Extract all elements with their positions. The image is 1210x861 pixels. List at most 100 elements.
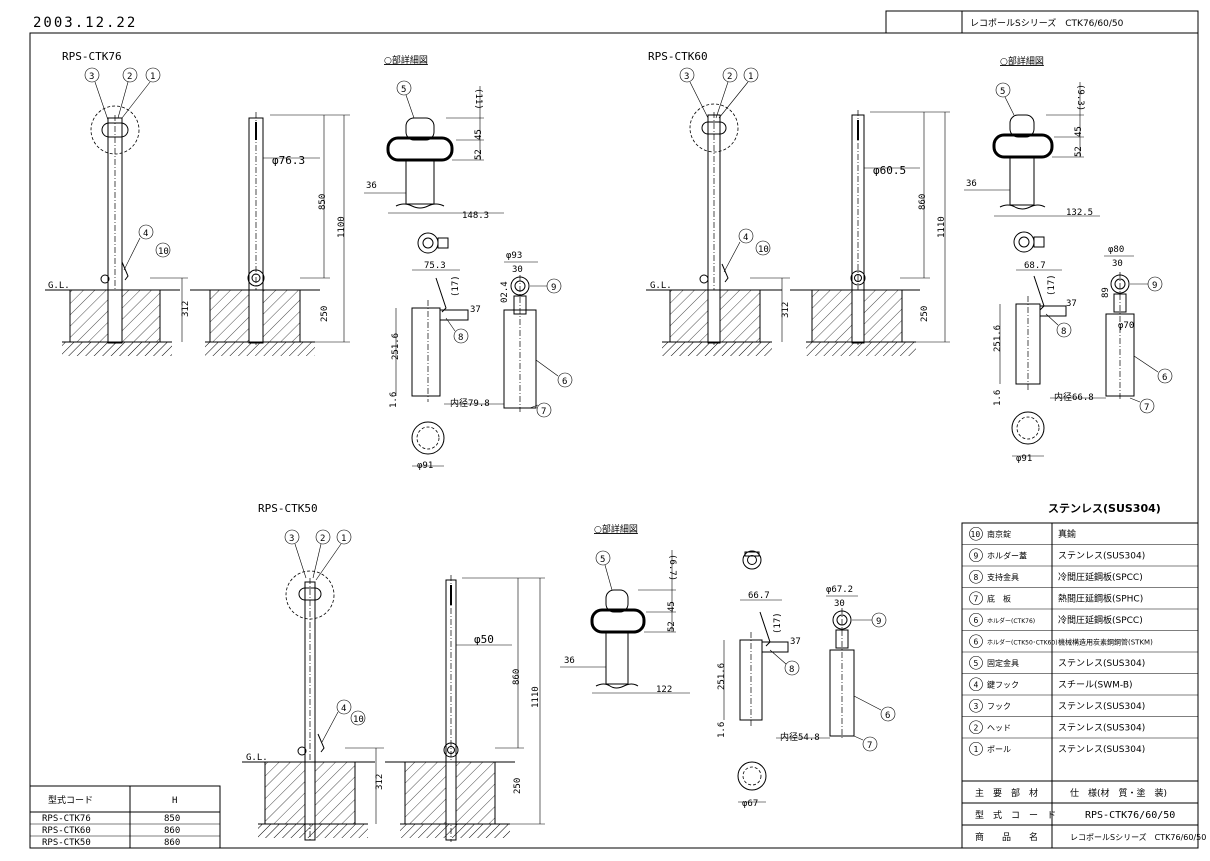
- svg-text:7: 7: [541, 407, 546, 417]
- ctk50-front-view: RPS-CTK50 3 2 1 4 10 G.L. 312: [242, 502, 385, 842]
- ctk76-holder-h: 251.6: [391, 333, 401, 360]
- part-name: ホルダー蓋: [987, 550, 1027, 560]
- title-block: [885, 10, 1199, 34]
- ctk50-h16: 1.6: [717, 722, 727, 738]
- part-number-badge: [969, 612, 983, 627]
- ctk76-label: RPS-CTK76: [62, 50, 122, 63]
- svg-text:2: 2: [727, 72, 732, 82]
- svg-text:1: 1: [341, 534, 346, 544]
- ctk76-side-view: φ76.3 850 1100 250: [190, 112, 350, 356]
- part-number-badge: [969, 677, 983, 692]
- ctk76-base-dia: φ91: [417, 461, 433, 471]
- ctk60-d-top: (9.3): [1075, 84, 1085, 111]
- ctk60-detail: ○部詳細図 5 (9.3) 45 52 36 132.5: [964, 55, 1100, 218]
- ctk50-cap30: 30: [834, 599, 845, 609]
- ctk50-h17: (17): [773, 612, 783, 634]
- part-name: 固定金具: [987, 658, 1019, 668]
- ctk60-cap: φ80 30 φ70 89 9 6 7 内径66.8: [1050, 245, 1173, 414]
- svg-text:1: 1: [150, 72, 155, 82]
- ctk50-inner: 内径54.8: [780, 731, 820, 743]
- svg-text:6: 6: [1162, 373, 1167, 383]
- part-material: 熱間圧延鋼板(SPHC): [1058, 592, 1143, 604]
- ctk60-h-bottom: 250: [920, 306, 930, 322]
- ctk60-d45: 45: [1074, 126, 1084, 137]
- part-material: ステンレス(SUS304): [1058, 701, 1145, 712]
- ctk60-h16: 1.6: [993, 390, 1003, 406]
- part-name: 南京錠: [987, 529, 1011, 539]
- ctk50-d45: 45: [667, 601, 677, 612]
- svg-text:9: 9: [551, 283, 556, 293]
- svg-text:9: 9: [1152, 281, 1157, 291]
- material-title: ステンレス(SUS304): [1048, 502, 1161, 515]
- svg-text:1: 1: [748, 72, 753, 82]
- svg-text:3: 3: [289, 534, 294, 544]
- ctk76-d52: 52: [474, 149, 484, 160]
- ctk50-holder-w: 66.7: [748, 591, 770, 601]
- part-name: 支持金具: [987, 572, 1019, 582]
- part-number: 4: [974, 680, 979, 689]
- ctk50-detail-title: ○部詳細図: [594, 523, 638, 535]
- part-number-badge: [969, 698, 983, 713]
- ctk50-d52: 52: [667, 621, 677, 632]
- ctk76-cap-dia: φ93: [506, 251, 522, 261]
- svg-text:5: 5: [600, 555, 605, 565]
- model-row-h: 850: [164, 814, 180, 824]
- ctk50-h-top: 860: [512, 669, 522, 685]
- ctk60-holder: 68.7 8 (17) 37 251.6 1.6 φ91: [993, 231, 1077, 464]
- part-material: 機械構造用炭素鋼鋼管(STKM): [1058, 637, 1153, 646]
- ctk76-d36: 36: [366, 181, 377, 191]
- ctk60-holder-h: 251.6: [993, 325, 1003, 352]
- svg-text:2: 2: [320, 534, 325, 544]
- ctk50-h37: 37: [790, 637, 801, 647]
- part-material: ステンレス(SUS304): [1058, 658, 1145, 669]
- ctk76-detail: ○部詳細図 5 (11) 45 52 36 148.3: [364, 54, 504, 221]
- ctk50-side-view: φ50 860 1110 250: [385, 575, 545, 842]
- ctk50-label: RPS-CTK50: [258, 502, 318, 515]
- ctk50-cap-dia: φ67.2: [826, 585, 853, 595]
- ctk76-holder-w: 75.3: [424, 261, 446, 271]
- ctk60-front-view: RPS-CTK60 3 2 1 4 10 G.L. 312: [646, 50, 791, 356]
- ctk60-embed-dim: 312: [781, 302, 791, 318]
- part-number-badge: [969, 548, 983, 563]
- ctk76-cap24: 02.4: [500, 281, 510, 303]
- ctk76-holder: 75.3 8 (17) 37 251.6 1.6 φ91: [389, 232, 481, 471]
- date-label: 2003.12.22: [33, 15, 137, 31]
- ctk76-d-width: 148.3: [462, 211, 489, 221]
- ctk76-d-top: (11): [473, 88, 483, 110]
- part-name: 底 板: [987, 593, 1011, 603]
- svg-text:4: 4: [143, 229, 148, 239]
- svg-text:4: 4: [341, 704, 346, 714]
- part-number-badge: [969, 634, 983, 649]
- model-row-h: 860: [164, 826, 180, 836]
- model-row-h: 860: [164, 838, 180, 848]
- svg-text:6: 6: [562, 377, 567, 387]
- ctk50-detail: ○部詳細図 5 (6.7) 45 52 36 122: [560, 523, 690, 695]
- ctk50-d-top: (6.7): [667, 554, 677, 581]
- footer-value: RPS-CTK76/60/50: [1085, 810, 1175, 821]
- part-name: ホルダー(CTK76): [987, 617, 1035, 625]
- ctk50-d-width: 122: [656, 685, 672, 695]
- ctk76-h16: 1.6: [389, 392, 399, 408]
- ctk76-cap: φ93 30 02.4 9 6 7 内径79.8: [444, 251, 573, 418]
- ctk76-embed-dim: 312: [181, 301, 191, 317]
- part-number-badge: [969, 741, 983, 756]
- ctk76-detail-title: ○部詳細図: [384, 54, 428, 66]
- gl-label-3: G.L.: [246, 753, 268, 763]
- part-material: 真鍮: [1058, 528, 1076, 540]
- part-name: ホルダー(CTK50･CTK60): [987, 638, 1058, 646]
- part-number: 9: [974, 551, 979, 560]
- part-number: 8: [974, 573, 979, 582]
- ctk60-d36: 36: [966, 179, 977, 189]
- svg-text:7: 7: [867, 741, 872, 751]
- svg-text:7: 7: [1144, 403, 1149, 413]
- svg-text:5: 5: [401, 85, 406, 95]
- part-material: ステンレス(SUS304): [1058, 744, 1145, 755]
- ctk76-cap30: 30: [512, 265, 523, 275]
- part-number: 10: [971, 530, 981, 539]
- ctk60-h-top: 860: [918, 194, 928, 210]
- ctk60-h-total: 1110: [937, 216, 947, 238]
- ctk60-d52: 52: [1074, 146, 1084, 157]
- part-number-badge: [969, 720, 983, 735]
- ctk76-h-total: 1100: [337, 216, 347, 238]
